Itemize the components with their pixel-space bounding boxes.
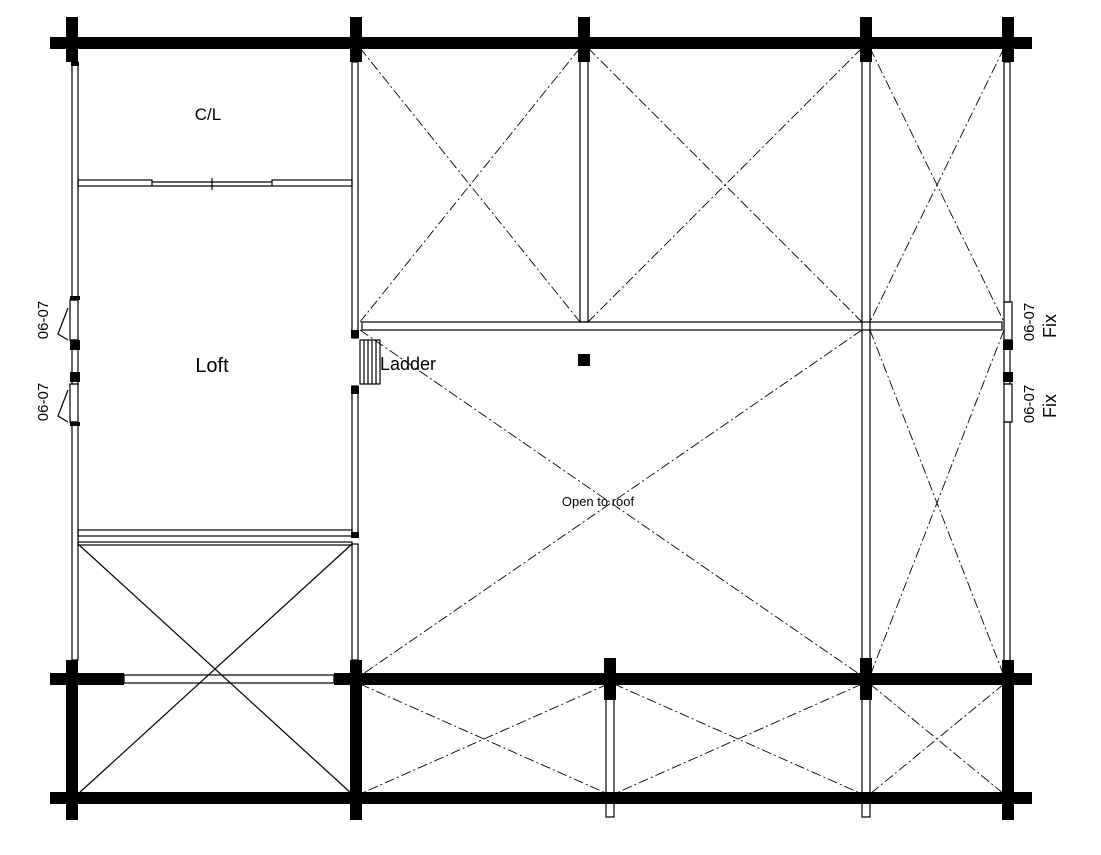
open-to-roof-label: Open to roof bbox=[562, 494, 635, 509]
fix-lower-label: Fix bbox=[1040, 394, 1060, 418]
ladder-label: Ladder bbox=[380, 354, 436, 374]
left-windows bbox=[57, 299, 79, 423]
window-left-lower-label: 06-07 bbox=[35, 383, 52, 421]
wall-ends bbox=[70, 62, 1013, 538]
fix-upper-label: Fix bbox=[1040, 314, 1060, 338]
log-walls bbox=[50, 17, 1032, 820]
loft-label: Loft bbox=[195, 355, 229, 377]
ladder bbox=[359, 339, 381, 385]
right-windows bbox=[1003, 301, 1013, 423]
open-to-roof-markings bbox=[359, 47, 1005, 795]
beams bbox=[123, 48, 1003, 818]
closet-sliding-door bbox=[152, 178, 272, 190]
void-markings bbox=[77, 543, 353, 795]
window-left-upper-label: 06-07 bbox=[35, 301, 52, 339]
window-right-lower-label: 06-07 bbox=[1021, 385, 1038, 423]
window-right-upper-label: 06-07 bbox=[1021, 303, 1038, 341]
closet-label: C/L bbox=[195, 105, 221, 124]
